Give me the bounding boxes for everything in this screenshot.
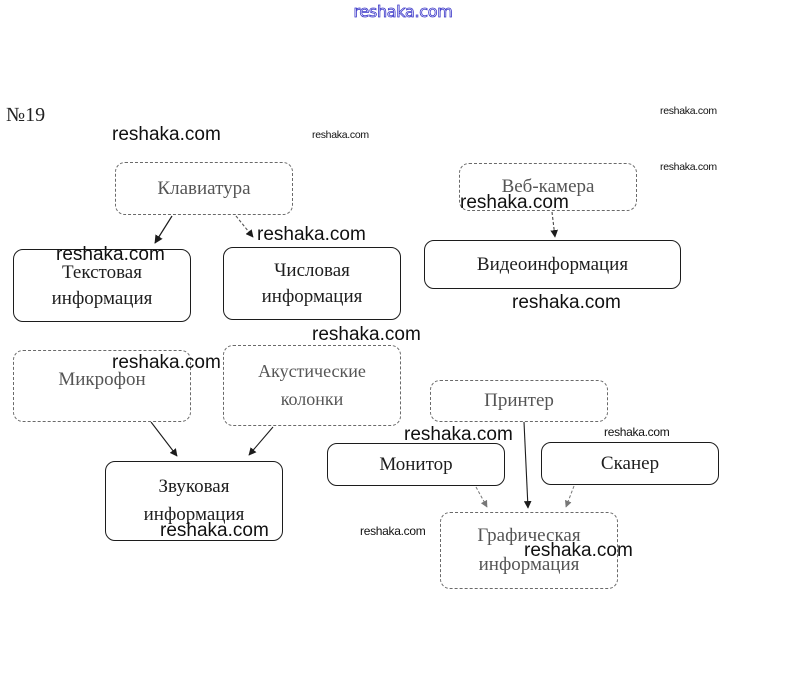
node-keyboard-label: Клавиатура (157, 177, 251, 199)
watermark: reshaka.com (112, 124, 221, 145)
node-numeric-info: Числовая информация (223, 247, 401, 320)
node-printer-label: Принтер (484, 390, 554, 412)
watermark: reshaka.com (56, 244, 165, 265)
node-monitor: Монитор (327, 443, 505, 486)
edge-printer-graphic (523, 421, 532, 509)
node-keyboard: Клавиатура (115, 162, 293, 215)
node-speakers-label: Акустические колонки (258, 360, 366, 409)
watermark: reshaka.com (660, 161, 717, 173)
node-printer: Принтер (430, 380, 608, 422)
watermark: reshaka.com (312, 129, 369, 141)
task-number: №19 (6, 104, 46, 126)
node-graphic-info-label: Графическая информация (477, 525, 581, 575)
node-text-info-label: Текстовая информация (51, 261, 153, 309)
edge-speakers-sound (248, 426, 274, 456)
node-sound-info-label: Звуковая информация (143, 475, 245, 526)
node-monitor-label: Монитор (379, 453, 453, 475)
watermark: reshaka.com (460, 192, 569, 213)
edge-keyboard-numeric (235, 215, 254, 238)
edge-microphone-sound (150, 421, 178, 457)
watermark: reshaka.com (112, 352, 221, 373)
watermark: reshaka.com (512, 292, 621, 313)
header-watermark[interactable]: reshaka.com (353, 2, 453, 22)
edge-keyboard-text (154, 215, 173, 244)
edge-monitor-graphic (475, 486, 488, 508)
edge-webcam-video (550, 211, 558, 238)
node-sound-info: Звуковая информация (105, 461, 283, 541)
edge-scanner-graphic (564, 485, 575, 508)
node-webcam-label: Веб-камера (501, 176, 595, 198)
node-graphic-info: Графическая информация (440, 512, 618, 589)
node-microphone-label: Микрофон (58, 369, 146, 390)
node-webcam: Веб-камера (459, 163, 637, 211)
watermark: reshaka.com (312, 324, 421, 345)
node-scanner: Сканер (541, 442, 719, 485)
node-numeric-info-label: Числовая информация (261, 259, 363, 307)
watermark: reshaka.com (404, 424, 513, 445)
node-scanner-label: Сканер (600, 452, 660, 474)
node-text-info: Текстовая информация (13, 249, 191, 322)
watermark: reshaka.com (604, 425, 670, 439)
watermark: reshaka.com (660, 105, 717, 117)
node-video-info: Видеоинформация (424, 240, 681, 289)
node-microphone: Микрофон (13, 350, 191, 422)
watermark: reshaka.com (257, 224, 366, 245)
node-speakers: Акустические колонки (223, 345, 401, 426)
watermark: reshaka.com (360, 524, 426, 538)
node-video-info-label: Видеоинформация (476, 253, 629, 275)
watermark: reshaka.com (160, 520, 269, 541)
watermark: reshaka.com (524, 540, 633, 561)
